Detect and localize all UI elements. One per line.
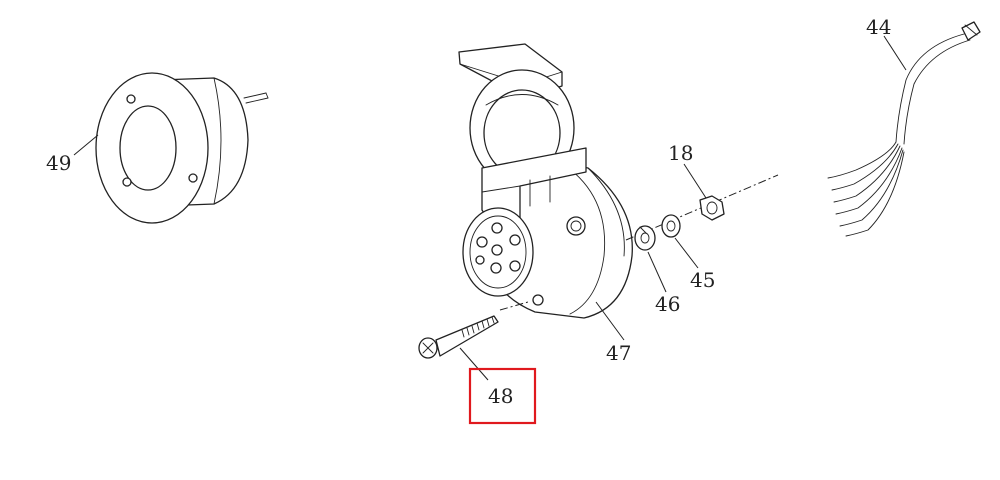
leader-46 (647, 251, 667, 293)
part-48-screw (418, 315, 499, 359)
leader-47 (595, 301, 625, 341)
leader-49 (73, 134, 99, 156)
leader-45 (674, 237, 699, 269)
callout-47: 47 (606, 341, 631, 365)
part-18-hex-nut (699, 195, 725, 221)
callout-45: 45 (690, 268, 715, 292)
part-46-lock-washer (634, 225, 656, 251)
screw-axis-line (499, 301, 529, 311)
callout-49: 49 (46, 151, 71, 175)
leader-18 (683, 163, 707, 199)
part-47-socket-housing (458, 43, 633, 319)
callout-18: 18 (668, 141, 693, 165)
part-45-flat-washer (661, 214, 681, 238)
part-49-flange-housing (95, 72, 269, 224)
highlight-box-48 (468, 367, 537, 425)
leader-48 (459, 347, 489, 381)
callout-44: 44 (866, 15, 891, 39)
leader-44 (883, 35, 907, 71)
part-44-wiring-harness (827, 21, 981, 237)
callout-46: 46 (655, 292, 680, 316)
callout-48: 48 (488, 384, 513, 408)
